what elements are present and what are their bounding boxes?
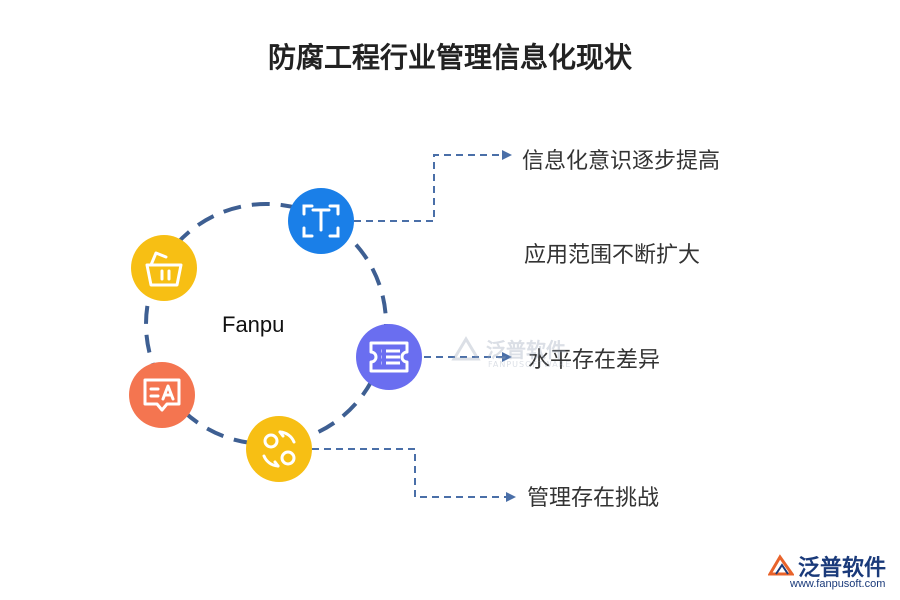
arrowheads [502,150,516,502]
center-label: Fanpu [222,312,285,337]
connectors [312,154,508,498]
watermark-sub: FANPUSOFTWARE [488,360,572,369]
basket-icon [131,235,197,301]
arrowhead-1 [502,150,512,160]
item-text-3: 水平存在差异 [528,348,661,373]
watermark-text: 泛普软件 [486,338,566,362]
item-text-4: 管理存在挑战 [527,486,660,511]
connector-1 [354,154,505,222]
page-title: 防腐工程行业管理信息化现状 [267,41,632,74]
watermark-logo-icon [451,335,481,360]
item-text-1: 信息化意识逐步提高 [522,149,721,174]
arrowhead-3 [502,352,512,362]
watermark: 泛普软件 FANPUSOFTWARE [450,334,570,369]
text-t-icon [288,188,354,254]
brand-url: www.fanpusoft.com [790,578,886,590]
brand-name: 泛普软件 [798,556,887,581]
list-ticket-icon [356,324,422,390]
brand-logo-icon [768,554,794,576]
cycle-icon [246,416,312,482]
brand-logo: 泛普软件 [768,550,886,582]
translate-chat-icon [129,362,195,428]
arrowhead-4 [506,492,516,502]
connector-4 [312,448,508,498]
item-text-2: 应用范围不断扩大 [524,243,701,268]
